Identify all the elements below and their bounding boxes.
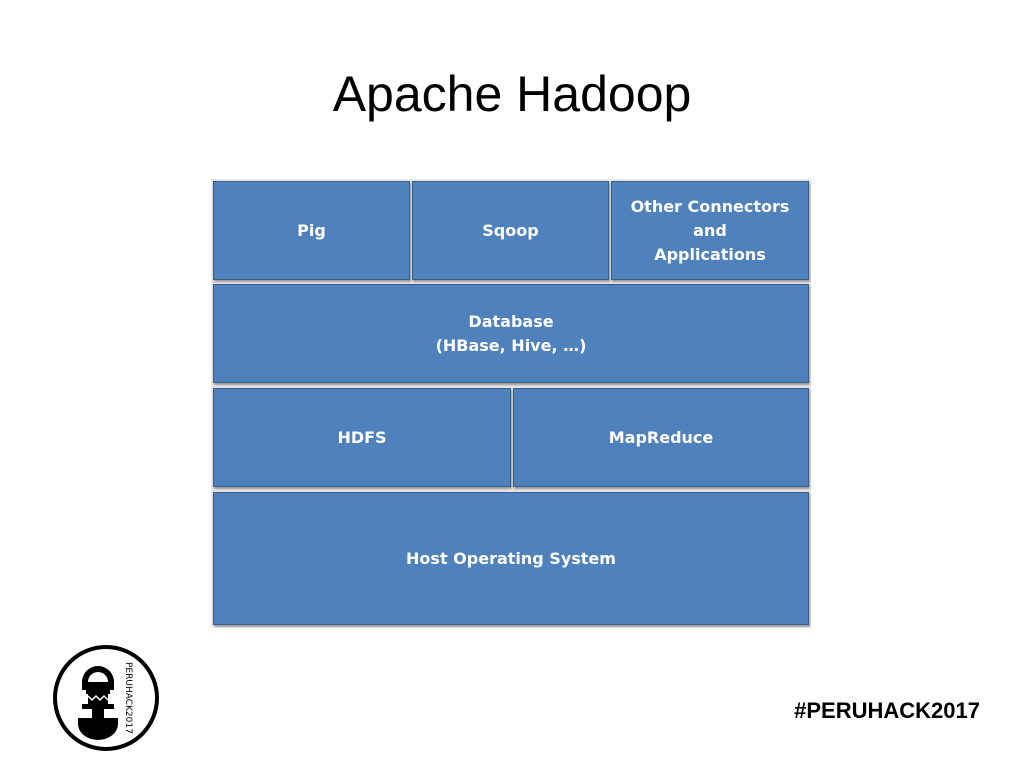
hdfs-label: HDFS — [337, 427, 387, 447]
pig-block: Pig — [213, 181, 410, 280]
sqoop-label: Sqoop — [482, 220, 539, 240]
mapreduce-label: MapReduce — [608, 427, 714, 447]
sqoop-block: Sqoop — [412, 181, 609, 280]
database-label: Database (HBase, Hive, …) — [435, 311, 587, 355]
hashtag-footer: #PERUHACK2017 — [794, 698, 980, 723]
pig-label: Pig — [297, 220, 326, 240]
database-block: Database (HBase, Hive, …) — [213, 284, 809, 383]
host-os-label: Host Operating System — [406, 548, 616, 568]
other-connectors-label: Other Connectors and Applications — [630, 196, 790, 264]
hadoop-stack-diagram: Pig Sqoop Other Connectors and Applicati… — [211, 179, 811, 627]
host-os-block: Host Operating System — [213, 492, 809, 625]
other-connectors-block: Other Connectors and Applications — [611, 181, 809, 280]
hdfs-block: HDFS — [213, 388, 511, 487]
tumi-knife-logo-icon: PERUHACK2017 — [53, 645, 159, 751]
slide-title: Apache Hadoop — [332, 66, 692, 122]
logo-text: PERUHACK2017 — [123, 662, 133, 734]
mapreduce-block: MapReduce — [513, 388, 809, 487]
